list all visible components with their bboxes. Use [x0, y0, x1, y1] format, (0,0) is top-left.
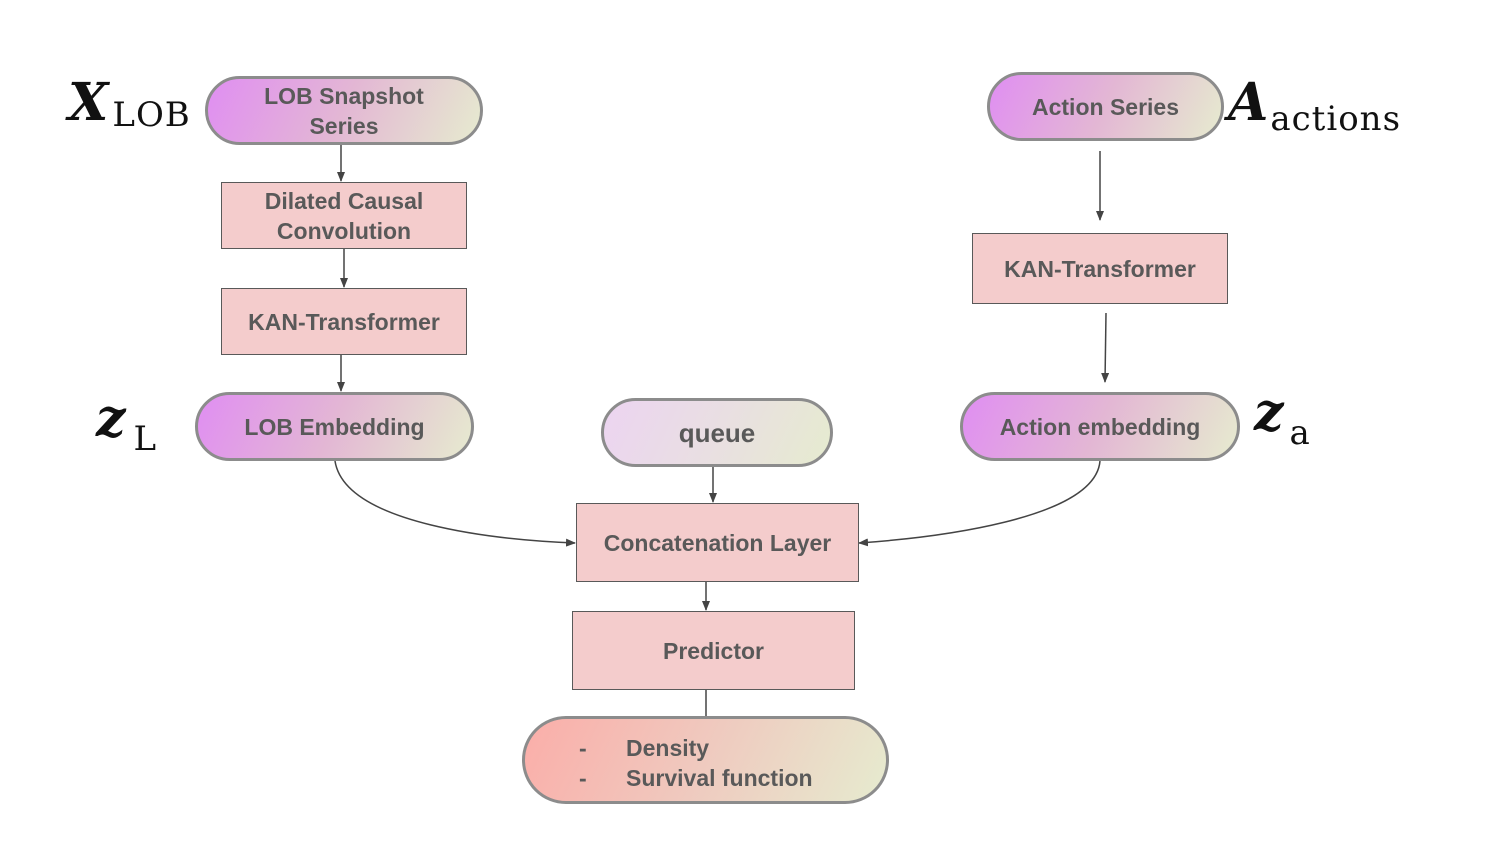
dilated-causal-convolution-node: Dilated Causal Convolution [221, 182, 467, 249]
kan-transformer-left-label: KAN-Transformer [248, 308, 440, 335]
output-item-label: Survival function [626, 765, 813, 791]
lob-snapshot-series-node: LOB Snapshot Series [205, 76, 483, 145]
queue-node: queue [601, 398, 833, 467]
output-list: - Density - Survival function [579, 733, 813, 793]
kan-transformer-right-label: KAN-Transformer [1004, 255, 1196, 282]
kan-transformer-left-node: KAN-Transformer [221, 288, 467, 355]
output-item-density: - Density [579, 733, 813, 763]
output-item-survival: - Survival function [579, 763, 813, 793]
lob-snapshot-series-line1: LOB Snapshot [264, 82, 424, 109]
a-actions-symbol: A [1228, 72, 1269, 133]
concatenation-layer-label: Concatenation Layer [603, 529, 832, 556]
queue-label: queue [678, 417, 756, 448]
concatenation-layer-node: Concatenation Layer [576, 503, 859, 582]
output-bullet: - [579, 735, 587, 761]
a-actions-subscript: actions [1270, 99, 1402, 139]
z-a-symbol: z [1254, 382, 1284, 443]
arrow-kan-right-to-action-embedding [1101, 312, 1110, 383]
x-lob-subscript: LOB [112, 95, 191, 135]
z-l-subscript: L [133, 419, 158, 459]
z-a-subscript: a [1289, 413, 1311, 453]
lob-embedding-node: LOB Embedding [195, 392, 474, 461]
output-bullet: - [579, 765, 587, 791]
action-embedding-node: Action embedding [960, 392, 1240, 461]
x-lob-symbol: X [68, 72, 109, 133]
predictor-label: Predictor [663, 637, 764, 664]
output-node: - Density - Survival function [522, 716, 889, 804]
dilated-causal-convolution-line1: Dilated Causal [264, 187, 424, 214]
dilated-causal-convolution-line2: Convolution [276, 217, 412, 244]
predictor-node: Predictor [572, 611, 855, 690]
arrow-lob-embedding-to-concat [334, 460, 576, 547]
action-series-node: Action Series [987, 72, 1224, 141]
kan-transformer-right-node: KAN-Transformer [972, 233, 1228, 304]
action-series-label: Action Series [1032, 93, 1179, 120]
lob-snapshot-series-line2: Series [309, 112, 379, 139]
a-actions-label: Aactions [1228, 72, 1400, 139]
output-item-label: Density [626, 735, 710, 761]
action-embedding-label: Action embedding [999, 413, 1201, 440]
lob-embedding-label: LOB Embedding [244, 413, 425, 440]
z-l-symbol: z [96, 388, 126, 449]
arrow-action-embedding-to-concat [858, 460, 1101, 547]
